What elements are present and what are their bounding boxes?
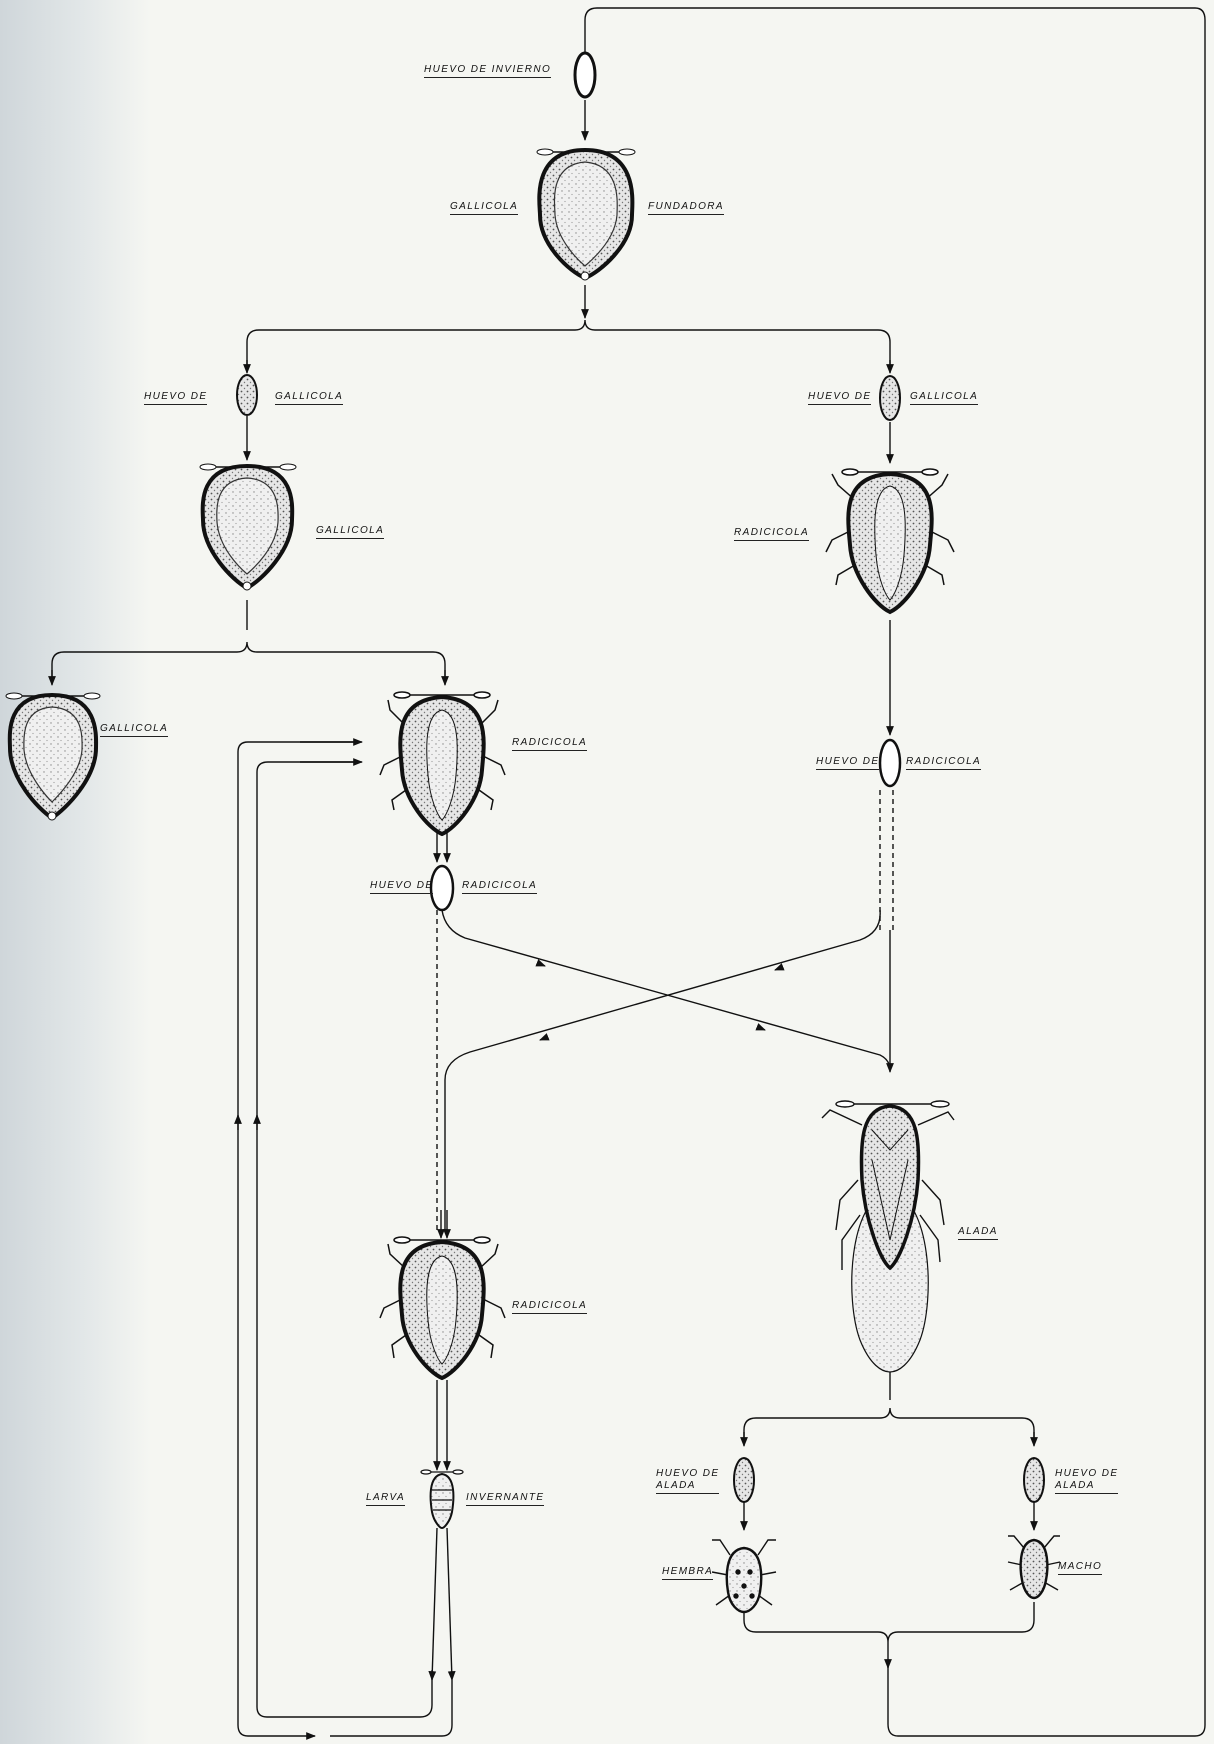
label-huevo-de-left: HUEVO DE — [144, 391, 207, 405]
egg-gallicola-right — [880, 376, 900, 420]
label-radicicola-egg-right: RADICICOLA — [906, 756, 981, 770]
label-radicicola-right: RADICICOLA — [734, 527, 809, 541]
label-huevo-de-right: HUEVO DE — [808, 391, 871, 405]
label-radicicola-mid: RADICICOLA — [512, 737, 587, 751]
larva-invernante — [421, 1470, 463, 1528]
alada — [822, 1101, 954, 1372]
gallicola-fundadora — [537, 149, 635, 280]
hembra — [712, 1540, 776, 1612]
label-huevo-de-radicicola-mid: HUEVO DE — [370, 880, 433, 894]
radicicola-lower — [380, 1237, 505, 1378]
label-hembra: HEMBRA — [662, 1566, 713, 1580]
label-huevo-de-alada-right: HUEVO DE ALADA — [1055, 1468, 1118, 1494]
egg-gallicola-left — [237, 375, 257, 415]
label-gallicola-egg-left: GALLICOLA — [275, 391, 343, 405]
macho — [1008, 1536, 1060, 1598]
radicicola-mid — [380, 692, 505, 834]
label-huevo-de-invierno: HUEVO DE INVIERNO — [424, 64, 551, 78]
label-macho: MACHO — [1058, 1561, 1102, 1575]
label-huevo-de-alada-left: HUEVO DE ALADA — [656, 1468, 719, 1494]
gallicola-far-left — [6, 693, 100, 820]
label-invernante: INVERNANTE — [466, 1492, 544, 1506]
egg-alada-right — [1024, 1458, 1044, 1502]
label-huevo-de-radicicola-right: HUEVO DE — [816, 756, 879, 770]
label-gallicola-far-left: GALLICOLA — [100, 723, 168, 737]
label-fundadora: FUNDADORA — [648, 201, 724, 215]
radicicola-right — [826, 469, 954, 612]
egg-radicicola-right — [880, 740, 900, 786]
label-radicicola-egg-mid: RADICICOLA — [462, 880, 537, 894]
label-larva: LARVA — [366, 1492, 405, 1506]
label-gallicola-mid: GALLICOLA — [316, 525, 384, 539]
label-gallicola-egg-right: GALLICOLA — [910, 391, 978, 405]
egg-winter — [575, 53, 595, 97]
egg-radicicola-mid — [431, 866, 453, 910]
egg-alada-left — [734, 1458, 754, 1502]
gallicola-mid — [200, 464, 296, 590]
label-alada: ALADA — [958, 1226, 998, 1240]
label-radicicola-lower: RADICICOLA — [512, 1300, 587, 1314]
label-gallicola-fundadora-left: GALLICOLA — [450, 201, 518, 215]
